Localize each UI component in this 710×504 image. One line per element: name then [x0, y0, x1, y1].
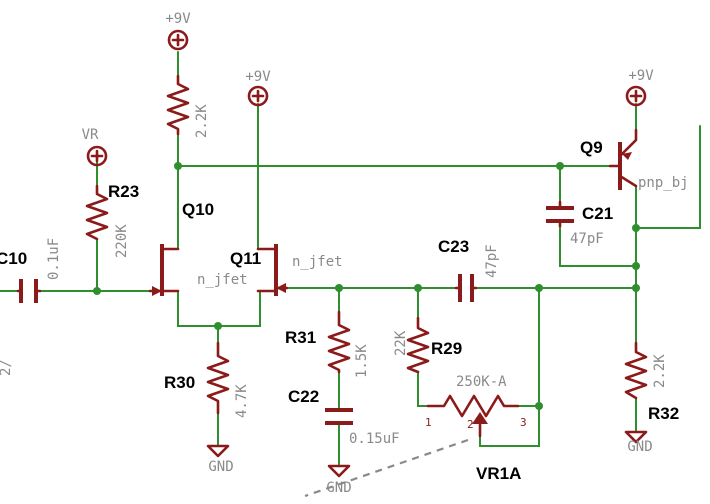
supply-symbol-r27: [167, 29, 189, 51]
r30-name: R30: [164, 373, 195, 392]
vr1a-pin1: 1: [425, 416, 432, 429]
q9-name: Q9: [580, 138, 603, 157]
wires: [0, 51, 701, 467]
resistor-r32: [624, 341, 648, 400]
r29-value: 22K: [393, 330, 409, 356]
ground-icon-r32: [624, 430, 648, 444]
edge-fragment-label: 2/: [0, 359, 14, 376]
c22-value: 0.15uF: [349, 431, 400, 447]
jfet-q11: [256, 244, 289, 296]
junction-dot: [414, 284, 422, 292]
junction-dot: [174, 162, 182, 170]
supply-symbol-vr: [86, 145, 108, 167]
supply-symbol-q11: [247, 85, 269, 107]
r31-value: 1.5K: [354, 344, 370, 378]
ground-icon-r30: [206, 444, 230, 458]
ground-icon-c22: [327, 464, 351, 478]
c23-value: 47pF: [484, 244, 500, 278]
labels: +9V +9V +9V VR GND GND GND C10 0.1uF R23…: [0, 11, 689, 496]
r27-value: 2.2K: [194, 104, 210, 138]
q9-type: pnp_bj: [638, 175, 689, 191]
vr1a-value: 250K-A: [456, 374, 507, 390]
junction-dot: [214, 322, 222, 330]
vr1a-pin2: 2: [467, 418, 474, 431]
potentiometer-vr1a: [426, 394, 520, 438]
resistor-r23: [85, 184, 109, 241]
r31-name: R31: [285, 328, 316, 347]
capacitor-c22: [325, 408, 353, 425]
capacitor-c21: [546, 200, 574, 228]
junction-dot: [632, 262, 640, 270]
ground-label-r32: GND: [627, 439, 652, 455]
c21-name: C21: [582, 204, 613, 223]
supply-label-q11: +9V: [245, 69, 271, 85]
supply-circle-icon: [247, 85, 269, 107]
resistor-r30: [206, 341, 230, 415]
c10-value: 0.1uF: [46, 238, 62, 280]
c23-name: C23: [438, 237, 469, 256]
bjt-q9: [608, 128, 638, 190]
q10-type: n_jfet: [197, 272, 248, 288]
supply-label-vr: VR: [82, 127, 99, 143]
r30-value: 4.7K: [234, 384, 250, 418]
junction-dot: [535, 284, 543, 292]
r23-value: 220K: [114, 224, 130, 258]
junction-dot: [632, 224, 640, 232]
vr1a-name: VR1A: [476, 464, 521, 483]
resistor-r31: [327, 310, 351, 374]
c21-value: 47pF: [570, 231, 604, 247]
ground-label-c22: GND: [326, 480, 351, 496]
c10-name: C10: [0, 249, 27, 268]
ground-label-r30: GND: [208, 459, 233, 475]
capacitor-c10: [16, 279, 42, 303]
junction-dot: [632, 284, 640, 292]
vr1a-pin3: 3: [520, 416, 527, 429]
q10-name: Q10: [182, 200, 214, 219]
r32-value: 2.2K: [652, 354, 668, 388]
q11-type: n_jfet: [292, 254, 343, 270]
junction-dot: [93, 287, 101, 295]
supply-circle-icon: [86, 145, 108, 167]
r23-name: R23: [108, 182, 139, 201]
q11-name: Q11: [230, 249, 261, 268]
capacitor-c23: [454, 274, 478, 302]
supply-circle-icon: [625, 85, 647, 107]
supply-symbol-q9: [625, 85, 647, 107]
resistor-r27: [166, 74, 190, 136]
c22-name: C22: [288, 387, 319, 406]
junction-dot: [556, 162, 564, 170]
vr1a-gang-link: [304, 438, 469, 498]
supply-label-q9: +9V: [628, 68, 654, 84]
r32-name: R32: [648, 404, 679, 423]
junction-dot: [335, 284, 343, 292]
junction-dots: [93, 162, 640, 410]
supply-label-r27: +9V: [165, 11, 191, 27]
junction-dot: [535, 402, 543, 410]
resistor-r29: [406, 316, 430, 374]
r29-name: R29: [431, 339, 462, 358]
supply-circle-icon: [167, 29, 189, 51]
jfet-q10: [148, 244, 180, 296]
